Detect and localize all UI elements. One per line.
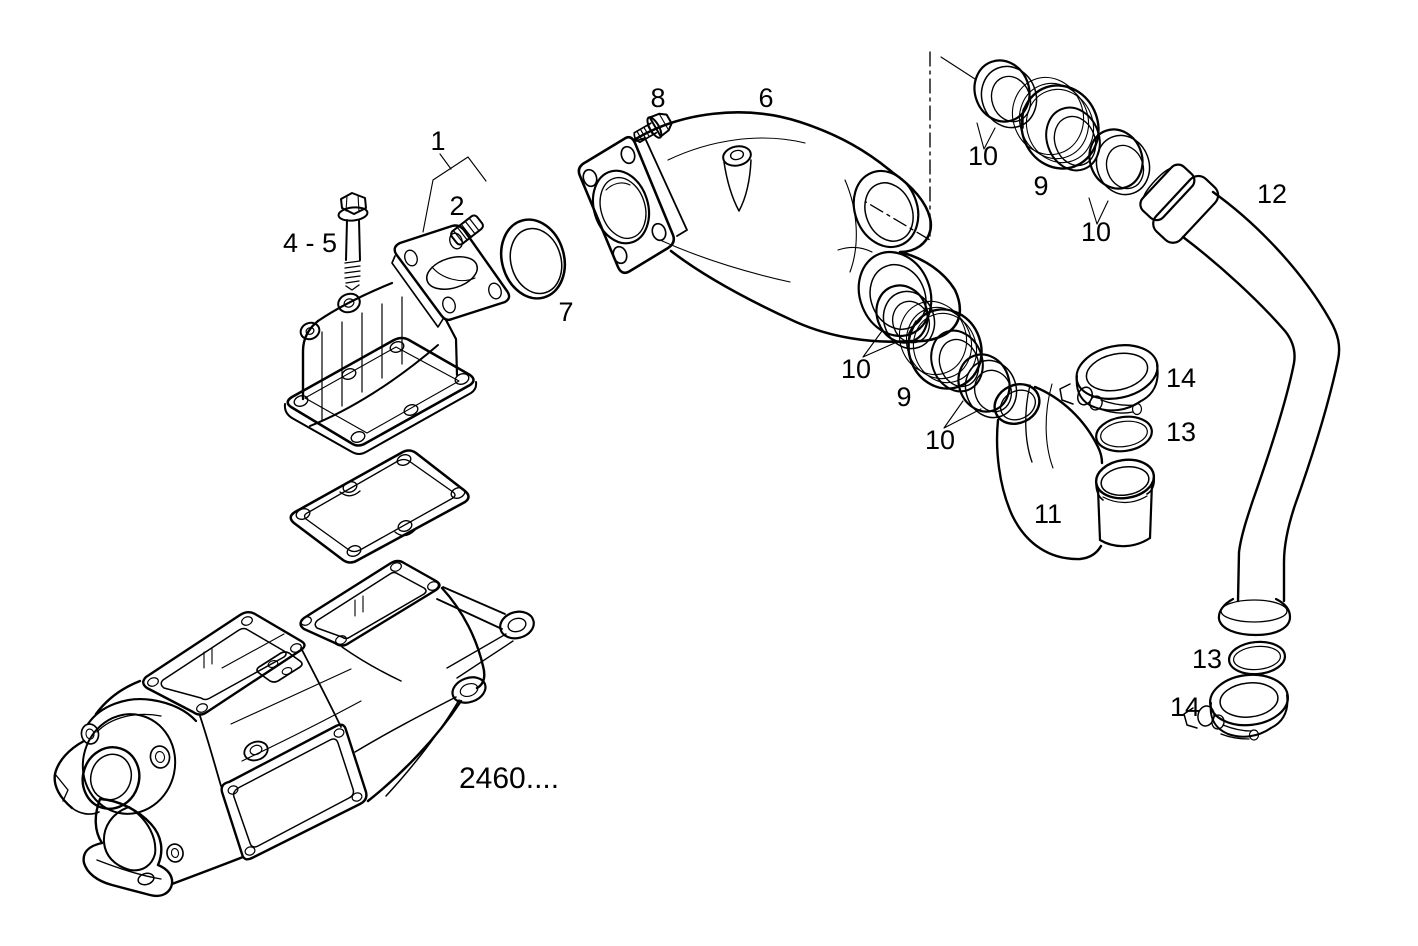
callout-7: 7 — [558, 297, 573, 327]
callout-13-mid: 13 — [1166, 417, 1196, 447]
threaded-sleeve-9-top — [1011, 76, 1101, 172]
callout-labels: 1 2 4 - 5 7 8 6 10 9 10 12 10 9 10 11 14… — [283, 83, 1287, 795]
hose-clamp-14-mid — [1059, 344, 1159, 416]
oring-seal-7 — [499, 218, 567, 300]
callout-9-mid: 9 — [896, 382, 911, 412]
callout-10-top-right: 10 — [1081, 217, 1111, 247]
exhaust-elbow-6 — [577, 111, 962, 343]
callout-2: 2 — [449, 191, 464, 221]
callout-12: 12 — [1257, 179, 1287, 209]
threaded-stud-2 — [450, 214, 484, 246]
hex-bolt-8 — [633, 112, 673, 144]
callout-14-bottom: 14 — [1170, 692, 1200, 722]
gasket-3 — [289, 449, 470, 564]
callout-10-mid-right: 10 — [925, 425, 955, 455]
callout-9-top: 9 — [1033, 171, 1048, 201]
callout-4-5: 4 - 5 — [283, 228, 337, 258]
callout-10-top-left: 10 — [968, 141, 998, 171]
flange-bolt-4-5 — [337, 192, 369, 291]
callout-1: 1 — [430, 126, 445, 156]
callout-10-mid-left: 10 — [841, 354, 871, 384]
hose-clamp-14-bottom — [1183, 673, 1289, 741]
callout-11: 11 — [1034, 499, 1062, 529]
water-pipe-12 — [1139, 163, 1341, 637]
oring-13-mid — [1095, 415, 1153, 453]
oring-13-bottom — [1227, 640, 1287, 676]
center-line — [865, 51, 976, 241]
callout-8: 8 — [650, 83, 665, 113]
leader-lines — [422, 122, 1109, 429]
adapter-housing-part-1 — [283, 224, 511, 455]
manifold-reference-2460 — [53, 559, 535, 898]
callout-14-mid: 14 — [1166, 363, 1196, 393]
callout-6: 6 — [758, 83, 773, 113]
hose-elbow-11 — [993, 383, 1156, 561]
callout-13-bottom: 13 — [1192, 644, 1222, 674]
seal-ring-10-top-right — [1088, 128, 1151, 196]
reference-code-label: 2460.... — [459, 762, 559, 795]
